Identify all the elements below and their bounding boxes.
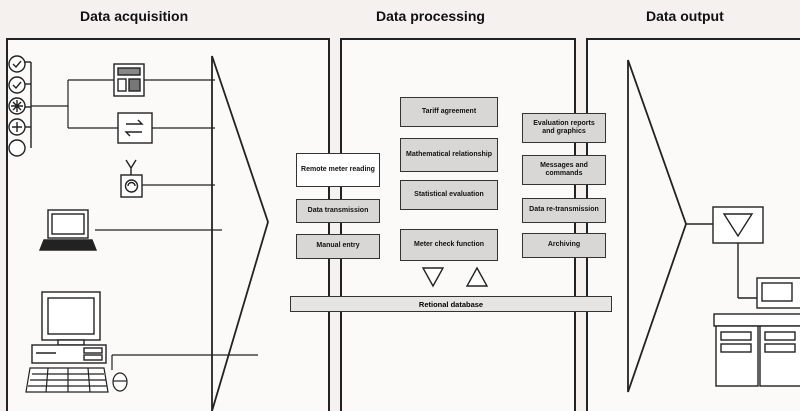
messages-commands-box: Messages and commands bbox=[522, 155, 606, 185]
evaluation-reports-box: Evaluation reports and graphics bbox=[522, 113, 606, 143]
mathematical-relationship-box: Mathematical relationship bbox=[400, 138, 498, 172]
antenna-icon bbox=[120, 159, 143, 198]
output-terminal-icon bbox=[686, 206, 764, 299]
arrow-up-icon bbox=[465, 266, 489, 287]
printer-icon bbox=[713, 277, 800, 387]
header-data-output: Data output bbox=[646, 8, 724, 24]
header-data-acquisition: Data acquisition bbox=[80, 8, 189, 24]
arrow-down-icon bbox=[421, 267, 445, 288]
desktop-computer-icon bbox=[31, 291, 107, 364]
data-transmission-box: Data transmission bbox=[296, 199, 380, 223]
remote-meter-reading-box: Remote meter reading bbox=[296, 153, 380, 187]
keyboard-icon bbox=[25, 367, 109, 393]
header-data-processing: Data processing bbox=[376, 8, 485, 24]
meter-gauge-icon bbox=[8, 55, 32, 157]
mouse-icon bbox=[111, 355, 128, 392]
data-retransmission-box: Data re-transmission bbox=[522, 198, 606, 223]
data-converter-icon bbox=[117, 112, 153, 144]
archiving-box: Archiving bbox=[522, 233, 606, 258]
output-funnel bbox=[627, 59, 687, 393]
statistical-evaluation-box: Statistical evaluation bbox=[400, 180, 498, 210]
acquisition-funnel bbox=[211, 55, 269, 411]
manual-entry-box: Manual entry bbox=[296, 234, 380, 259]
tariff-device-icon bbox=[113, 63, 145, 97]
tariff-agreement-box: Tariff agreement bbox=[400, 97, 498, 127]
meter-check-function-box: Meter check function bbox=[400, 229, 498, 261]
laptop-icon bbox=[38, 209, 98, 251]
relational-database-bar: Retional database bbox=[290, 296, 612, 312]
